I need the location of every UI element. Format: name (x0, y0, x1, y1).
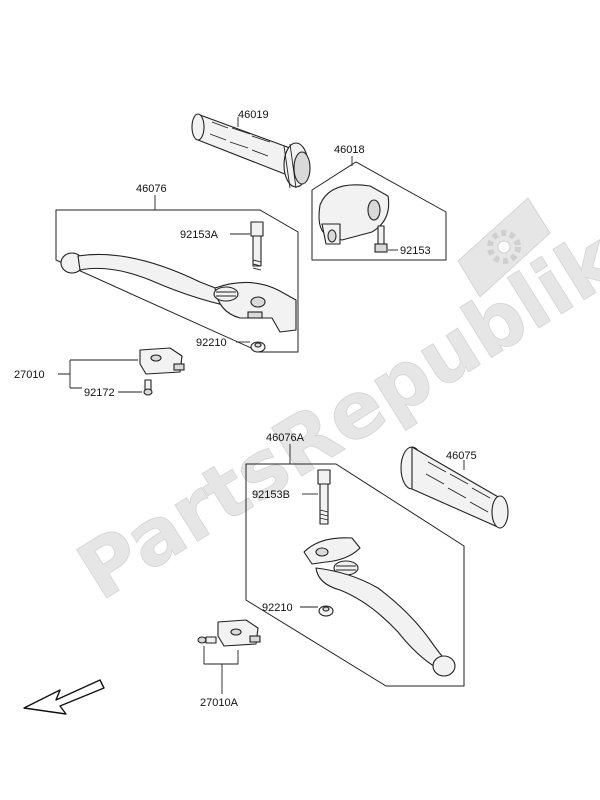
label-92210-lower: 92210 (262, 602, 293, 614)
callout-box-46076 (55, 209, 299, 353)
label-92172: 92172 (84, 387, 115, 399)
lever-lower (303, 537, 456, 677)
label-46076: 46076 (136, 183, 167, 195)
label-92153A: 92153A (180, 229, 219, 241)
screw-92172 (143, 379, 153, 396)
switch-27010A (217, 619, 261, 647)
gear-icon (457, 197, 551, 298)
label-46019: 46019 (238, 109, 269, 121)
switch-27010 (139, 347, 185, 375)
nut-92210-lower (318, 605, 334, 617)
screw-92153 (374, 225, 388, 253)
bracket-27010 (58, 359, 138, 389)
callout-box-46018 (311, 161, 447, 261)
grip-left-46075 (400, 446, 509, 529)
callout-box-46076A (245, 463, 465, 687)
label-46076A: 46076A (266, 432, 305, 444)
bolt-92153A (250, 221, 264, 271)
bracket-27010A (203, 646, 239, 694)
direction-arrow-icon (23, 679, 105, 715)
label-46018: 46018 (334, 144, 365, 156)
label-46075: 46075 (446, 450, 477, 462)
grip-right-46019 (191, 113, 311, 189)
throttle-case-46018 (318, 184, 390, 245)
nut-92210-upper (250, 341, 266, 353)
label-92153: 92153 (400, 245, 431, 257)
lever-upper (60, 252, 297, 333)
label-92210-upper: 92210 (196, 337, 227, 349)
bolt-92153B (317, 469, 331, 525)
label-27010: 27010 (14, 369, 45, 381)
label-92153B: 92153B (252, 489, 290, 501)
screw-27010A (197, 636, 217, 644)
label-27010A: 27010A (200, 697, 239, 709)
